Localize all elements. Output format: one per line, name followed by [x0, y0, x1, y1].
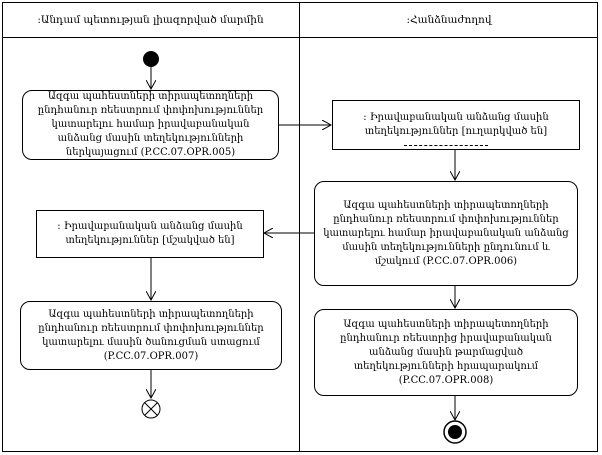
lane-title-member-state: :Անդամ պետության լիազորված մարմին: [37, 13, 264, 26]
lane-title-commission: :Հանձնաժողով: [406, 13, 492, 26]
action-op006-label: Ազգա պահեստների տիրապետողների ընդհանուր …: [323, 199, 569, 267]
object-node-info-processed-label: : Իրավաբանական անձանց մասին տեղեկություն…: [57, 221, 243, 246]
object-node-underline: [404, 145, 488, 146]
action-op007: Ազգա պահեստների տիրապետողների ընդհանուր …: [20, 301, 282, 370]
action-op008-label: Ազգա պահեստների տիրապետողների ընդհանուր …: [340, 318, 552, 386]
action-op008: Ազգա պահեստների տիրապետողների ընդհանուր …: [314, 309, 578, 396]
swimlane-header-line: [2, 37, 598, 38]
object-node-info-sent: : Իրավաբանական անձանց մասին տեղեկություն…: [332, 100, 580, 150]
flow-final-node: [141, 399, 161, 419]
action-op005: Ազգա պահեստների տիրապետողների ընդհանուր …: [22, 90, 279, 160]
action-op005-label: Ազգա պահեստների տիրապետողների ընդհանուր …: [37, 91, 264, 158]
initial-node: [143, 51, 159, 67]
action-op006: Ազգա պահեստների տիրապետողների ընդհանուր …: [314, 181, 578, 286]
activity-final-node: [443, 420, 467, 444]
object-node-info-sent-label: : Իրավաբանական անձանց մասին տեղեկություն…: [363, 112, 549, 137]
swimlane-divider: [299, 2, 300, 452]
object-node-info-processed: : Իրավաբանական անձանց մասին տեղեկություն…: [36, 210, 264, 258]
activity-diagram-frame: [2, 2, 598, 452]
action-op007-label: Ազգա պահեստների տիրապետողների ընդհանուր …: [38, 308, 264, 362]
